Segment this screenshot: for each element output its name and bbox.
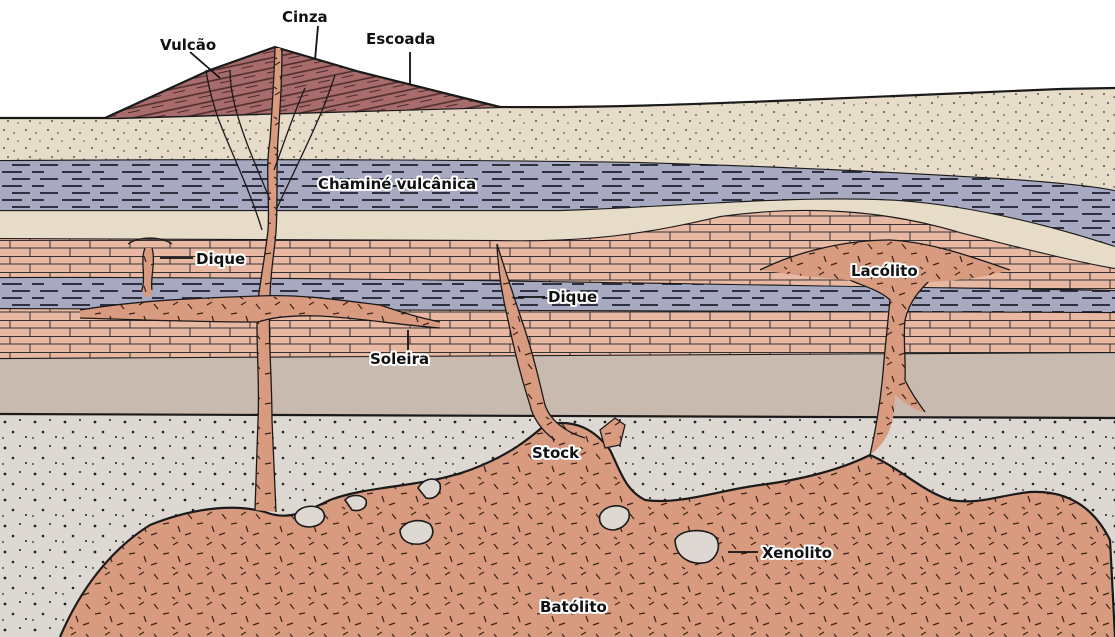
volcano-cone xyxy=(105,47,500,118)
xenolito-label: Xenolito xyxy=(762,544,832,562)
gray-band-layer xyxy=(0,352,1115,418)
escoada-label: Escoada xyxy=(366,30,435,48)
stock-label: Stock xyxy=(532,444,580,462)
dique-center-label: Dique xyxy=(548,288,597,306)
chamine-label: Chaminé vulcânica xyxy=(318,175,476,193)
lacolito-label: Lacólito xyxy=(851,262,918,280)
soleira-label: Soleira xyxy=(370,350,429,368)
cinza-label: Cinza xyxy=(282,8,328,26)
batolito-label: Batólito xyxy=(540,598,607,616)
cinza-pointer xyxy=(315,26,318,60)
dique-left-label: Dique xyxy=(196,250,245,268)
vulcao-label: Vulcão xyxy=(160,36,216,54)
